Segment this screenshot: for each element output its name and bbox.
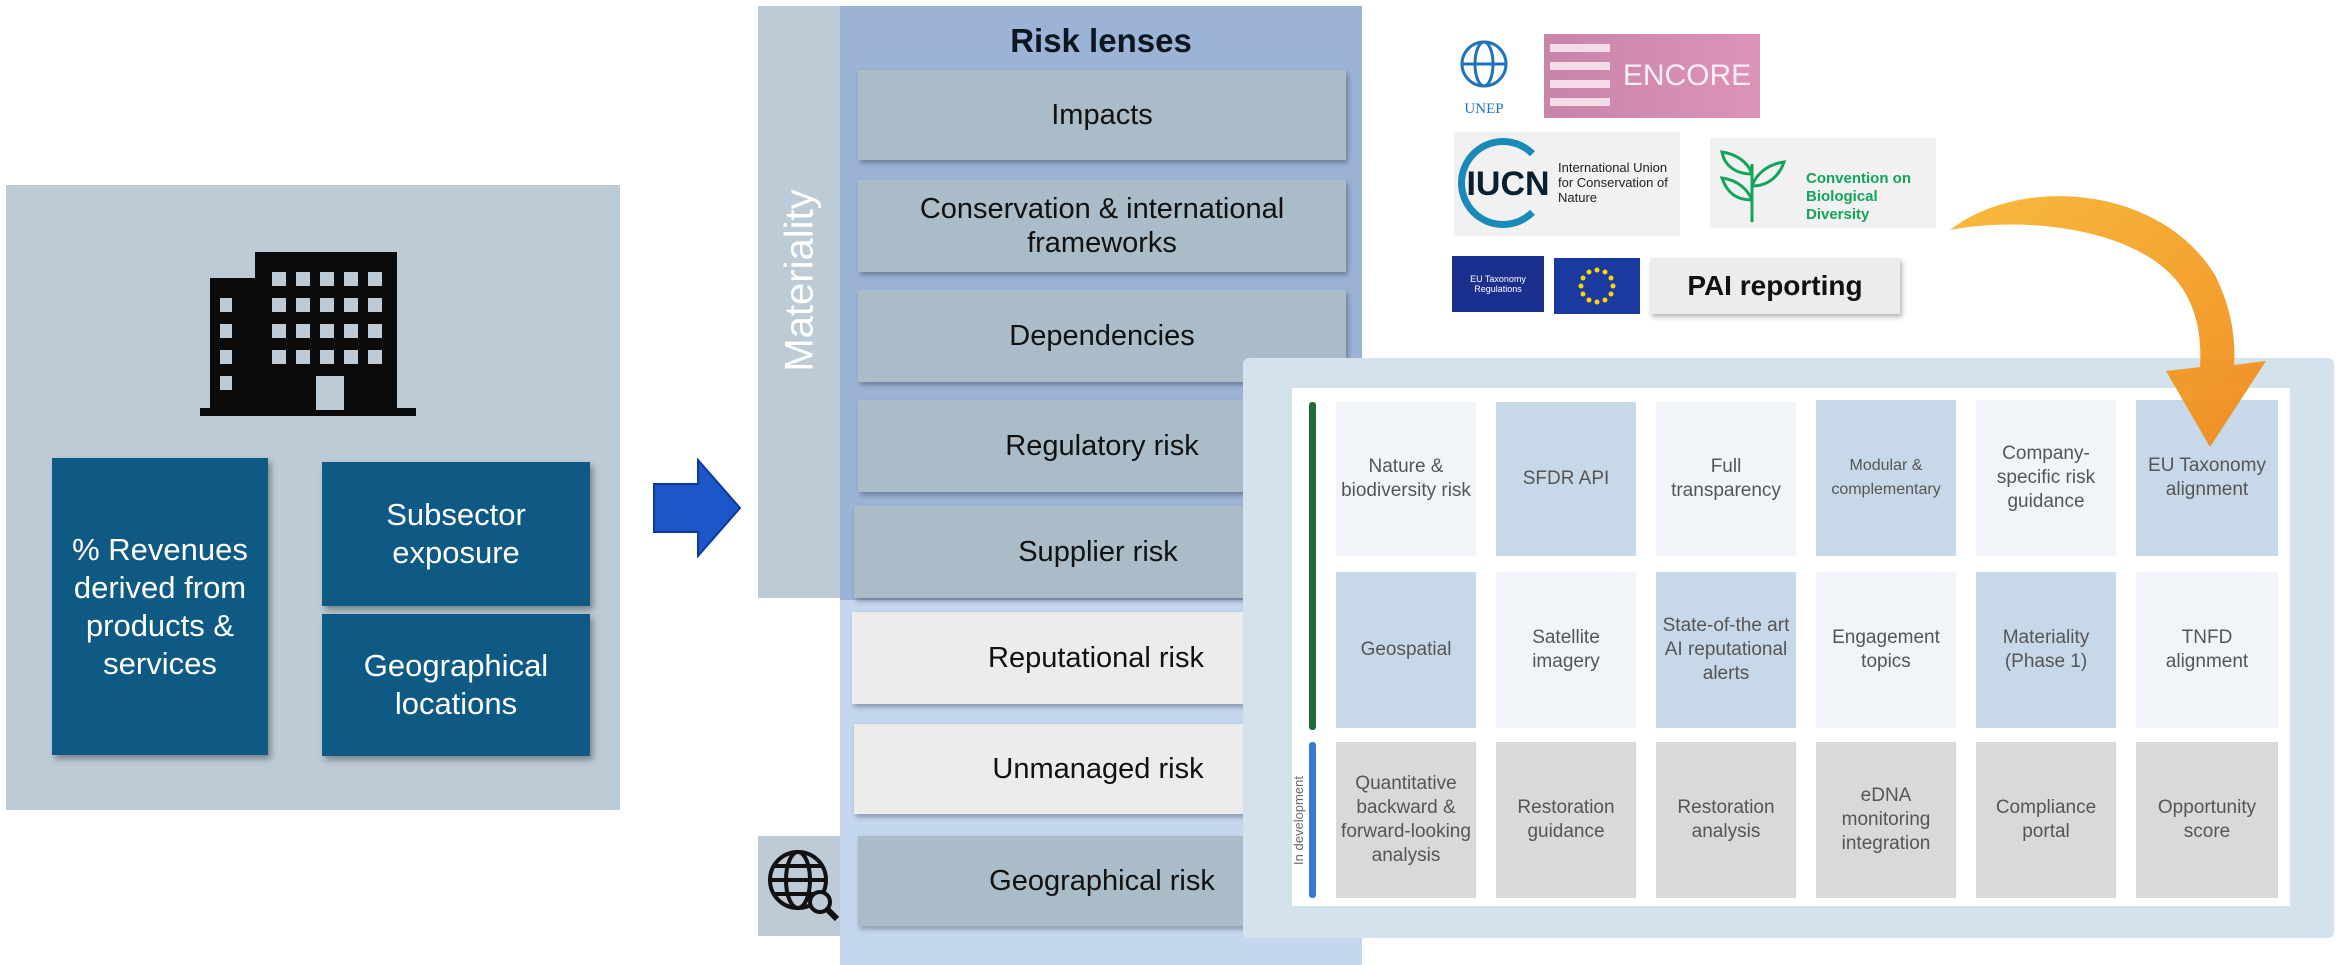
curved-arrow-icon xyxy=(1950,196,2266,447)
materiality-label: Materiality xyxy=(777,188,822,372)
risk-item-conservation: Conservation & international frameworks xyxy=(858,180,1346,272)
feature-cell: TNFD alignment xyxy=(2136,572,2278,728)
risk-lenses-title: Risk lenses xyxy=(1010,22,1192,59)
feature-cell: Nature & biodiversity risk xyxy=(1336,402,1476,556)
eu-taxonomy-logo: EU Taxonomy Regulations xyxy=(1452,256,1544,312)
feature-cell: Full transparency xyxy=(1656,402,1796,556)
feature-cell: Compliance portal xyxy=(1976,742,2116,898)
geo-locations-box: Geographical locations xyxy=(322,614,590,756)
subsector-box: Subsector exposure xyxy=(322,462,590,606)
feature-cell: Restoration guidance xyxy=(1496,742,1636,898)
feature-cell: Satellite imagery xyxy=(1496,572,1636,728)
cbd-logo: Convention on Biological Diversity xyxy=(1710,138,1936,228)
feature-cell: State-of-the art AI reputational alerts xyxy=(1656,572,1796,728)
in-development-label: In development xyxy=(1290,775,1306,865)
feature-cell: Company-specific risk guidance xyxy=(1976,400,2116,556)
feature-cell: eDNA monitoring integration xyxy=(1816,742,1956,898)
feature-cell: Engagement topics xyxy=(1816,572,1956,728)
building-icon xyxy=(200,252,416,416)
feature-cell: EU Taxonomy alignment xyxy=(2136,400,2278,556)
encore-logo: ENCORE xyxy=(1544,34,1760,118)
in-development-indicator-bar xyxy=(1309,742,1316,898)
feature-cell: Modular & complementary xyxy=(1816,400,1956,556)
pai-reporting-badge: PAI reporting xyxy=(1650,258,1900,314)
risk-item-impacts: Impacts xyxy=(858,70,1346,160)
iucn-logo: IUCN International Union for Conservatio… xyxy=(1454,132,1680,236)
revenue-box: % Revenues derived from products & servi… xyxy=(52,458,268,755)
feature-cell: Restoration analysis xyxy=(1656,742,1796,898)
globe-search-icon xyxy=(768,850,840,922)
feature-cell: Opportunity score xyxy=(2136,742,2278,898)
available-indicator-bar xyxy=(1309,402,1316,730)
feature-cell: Quantitative backward & forward-looking … xyxy=(1336,742,1476,898)
unep-logo: UNEP xyxy=(1452,38,1516,117)
feature-cell: Materiality (Phase 1) xyxy=(1976,572,2116,728)
right-arrow-icon xyxy=(653,458,742,558)
feature-cell: Geospatial xyxy=(1336,572,1476,728)
materiality-band xyxy=(758,6,842,598)
feature-cell: SFDR API xyxy=(1496,402,1636,556)
eu-flag-icon xyxy=(1554,258,1640,314)
